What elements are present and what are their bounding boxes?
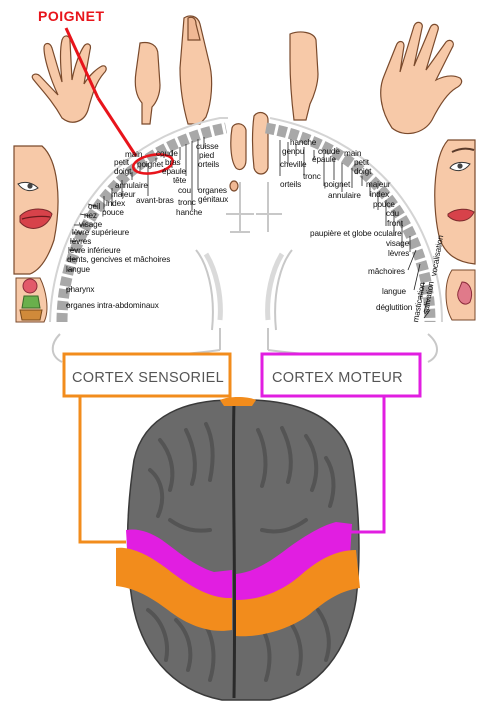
poignet-title: POIGNET bbox=[38, 8, 105, 24]
sensory-label: annulaire bbox=[115, 181, 148, 190]
motor-label: hanche bbox=[290, 138, 316, 147]
sensory-label: pouce bbox=[102, 208, 124, 217]
sensory-label: index bbox=[106, 199, 125, 208]
brain-render bbox=[116, 397, 360, 700]
sensory-label: majeur bbox=[111, 190, 135, 199]
motor-label: orteils bbox=[280, 180, 301, 189]
left-hand-drawing bbox=[32, 36, 106, 122]
motor-label: doigt bbox=[354, 167, 371, 176]
motor-label: annulaire bbox=[328, 191, 361, 200]
motor-label: lèvres bbox=[388, 249, 409, 258]
sensory-label: langue bbox=[66, 265, 90, 274]
motor-cortex-title: CORTEX MOTEUR bbox=[272, 370, 403, 386]
motor-label: cou bbox=[386, 209, 399, 218]
motor-label: paupière et globe oculaire bbox=[310, 229, 402, 238]
motor-label: mâchoires bbox=[368, 267, 405, 276]
motor-label: coude bbox=[318, 147, 340, 156]
sensory-label: doigt bbox=[114, 167, 131, 176]
sensory-cortex-title: CORTEX SENSORIEL bbox=[72, 370, 224, 386]
sensory-label: pharynx bbox=[66, 285, 94, 294]
sensory-label: organes bbox=[198, 186, 227, 195]
sensory-label: hanche bbox=[176, 208, 202, 217]
right-throat-drawing bbox=[446, 270, 475, 320]
feet-drawing bbox=[230, 113, 268, 191]
right-hand-drawing bbox=[381, 22, 462, 133]
sensory-label: dents, gencives et mâchoires bbox=[67, 255, 170, 264]
sensory-label: tête bbox=[173, 176, 186, 185]
left-digestive-drawing bbox=[16, 278, 47, 322]
sensory-label: petit bbox=[114, 158, 129, 167]
sensory-label: lèvre inférieure bbox=[68, 246, 121, 255]
left-torso-drawing bbox=[180, 16, 212, 124]
sensory-label: pied bbox=[199, 151, 214, 160]
sensory-label: cou bbox=[178, 186, 191, 195]
motor-label: déglutition bbox=[376, 303, 412, 312]
motor-label: majeur bbox=[366, 180, 390, 189]
motor-label: tronc bbox=[303, 172, 321, 181]
sensory-label: avant-bras bbox=[136, 196, 174, 205]
motor-label: pouce bbox=[373, 200, 395, 209]
motor-label: langue bbox=[382, 287, 406, 296]
motor-label: genou bbox=[282, 147, 304, 156]
motor-label: épaule bbox=[312, 155, 336, 164]
right-leg-drawing bbox=[290, 32, 318, 120]
motor-label: index bbox=[370, 190, 389, 199]
sensory-label: coude bbox=[156, 149, 178, 158]
motor-label: main bbox=[344, 149, 361, 158]
motor-label: poignet bbox=[324, 180, 350, 189]
left-arm-drawing bbox=[135, 43, 160, 125]
sensory-label: poignet bbox=[137, 160, 163, 169]
sensory-label: orteils bbox=[198, 160, 219, 169]
motor-label: visage bbox=[386, 239, 409, 248]
left-face-drawing bbox=[14, 146, 58, 274]
sensory-label: cuisse bbox=[196, 142, 219, 151]
sensory-label: épaule bbox=[162, 167, 186, 176]
sensory-label: organes intra-abdominaux bbox=[66, 301, 159, 310]
sensory-label: lèvres bbox=[70, 237, 91, 246]
sensory-label: nez bbox=[84, 211, 97, 220]
sensory-label: tronc bbox=[178, 198, 196, 207]
sensory-label: lèvre supérieure bbox=[72, 228, 129, 237]
sensory-label: génitaux bbox=[198, 195, 228, 204]
motor-label: petit bbox=[354, 158, 369, 167]
motor-label: cheville bbox=[280, 160, 307, 169]
motor-label: front bbox=[387, 219, 403, 228]
sensory-label: oeil bbox=[88, 202, 100, 211]
sensory-label: bras bbox=[165, 158, 181, 167]
